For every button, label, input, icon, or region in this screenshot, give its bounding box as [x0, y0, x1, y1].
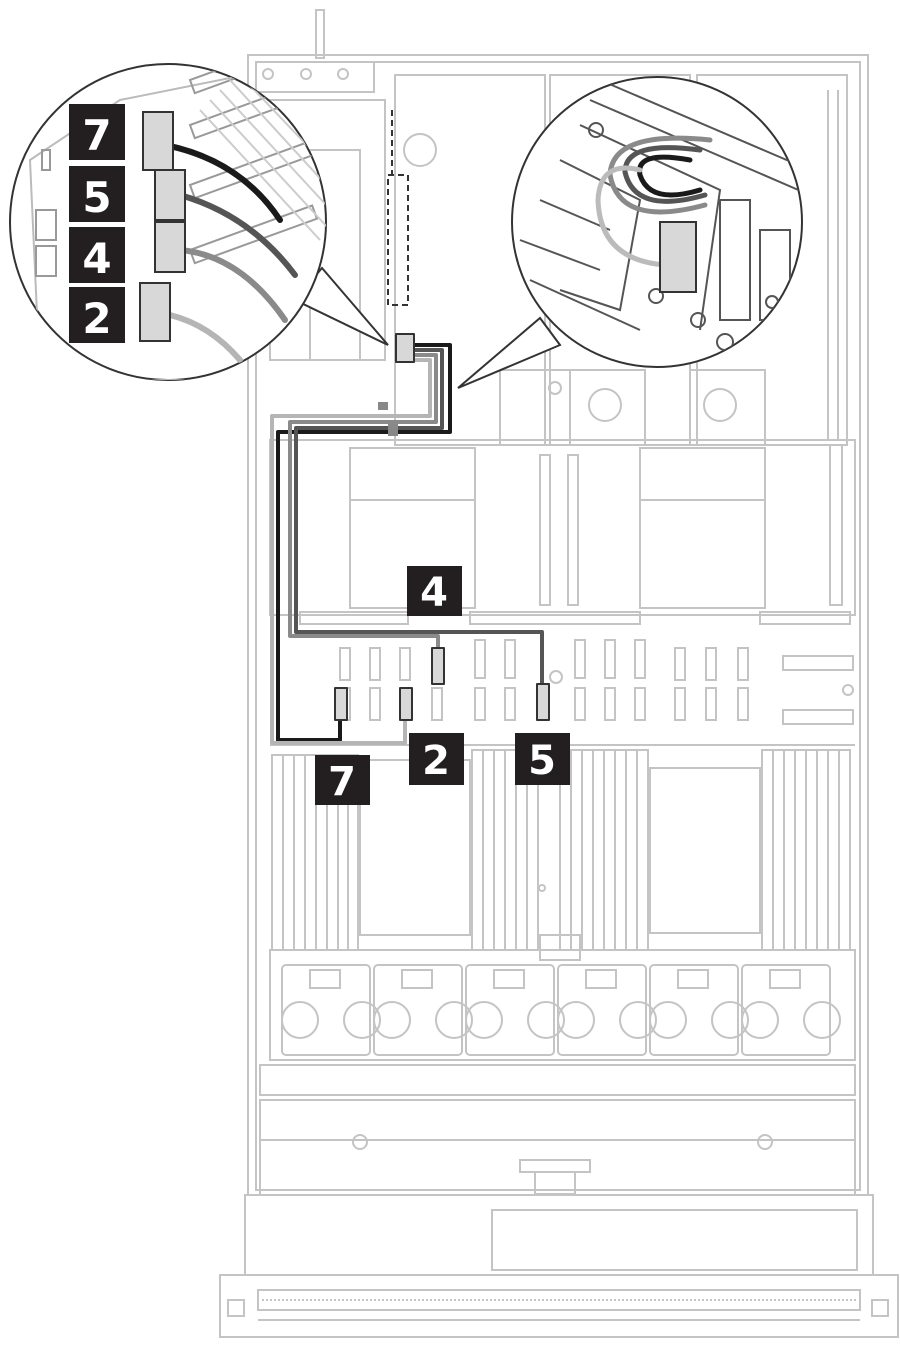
pcie-connector-row: [339, 639, 749, 721]
callout-label-5-text: 5: [82, 173, 111, 222]
cable-7-route: [276, 343, 452, 742]
main-label-2-text: 2: [422, 738, 450, 784]
left-detail-callout: [9, 63, 327, 381]
main-label-4-text: 4: [420, 570, 448, 616]
right-callout-pointer: [457, 316, 562, 389]
callout-label-4-text: 4: [82, 234, 111, 283]
main-label-7-text: 7: [328, 759, 356, 805]
main-label-4: 4: [407, 566, 462, 616]
main-label-2: 2: [409, 733, 464, 785]
callout-label-4: 4: [69, 227, 125, 283]
main-label-7: 7: [315, 755, 370, 805]
callout-label-5: 5: [69, 166, 125, 222]
cable-5-route: [294, 348, 544, 700]
callout-label-2: 2: [69, 287, 125, 343]
cables-main: [270, 110, 550, 745]
right-detail-callout: [511, 76, 803, 368]
callout-label-2-text: 2: [82, 294, 111, 343]
main-label-5: 5: [515, 733, 570, 785]
fan-modules: [281, 964, 841, 1056]
callout-label-7-text: 7: [82, 111, 111, 160]
cable-4-route: [288, 353, 440, 660]
cable-2-route: [270, 358, 432, 745]
callout-label-7: 7: [69, 104, 125, 160]
dimm-bank-right: [761, 749, 851, 951]
main-label-5-text: 5: [528, 738, 556, 784]
